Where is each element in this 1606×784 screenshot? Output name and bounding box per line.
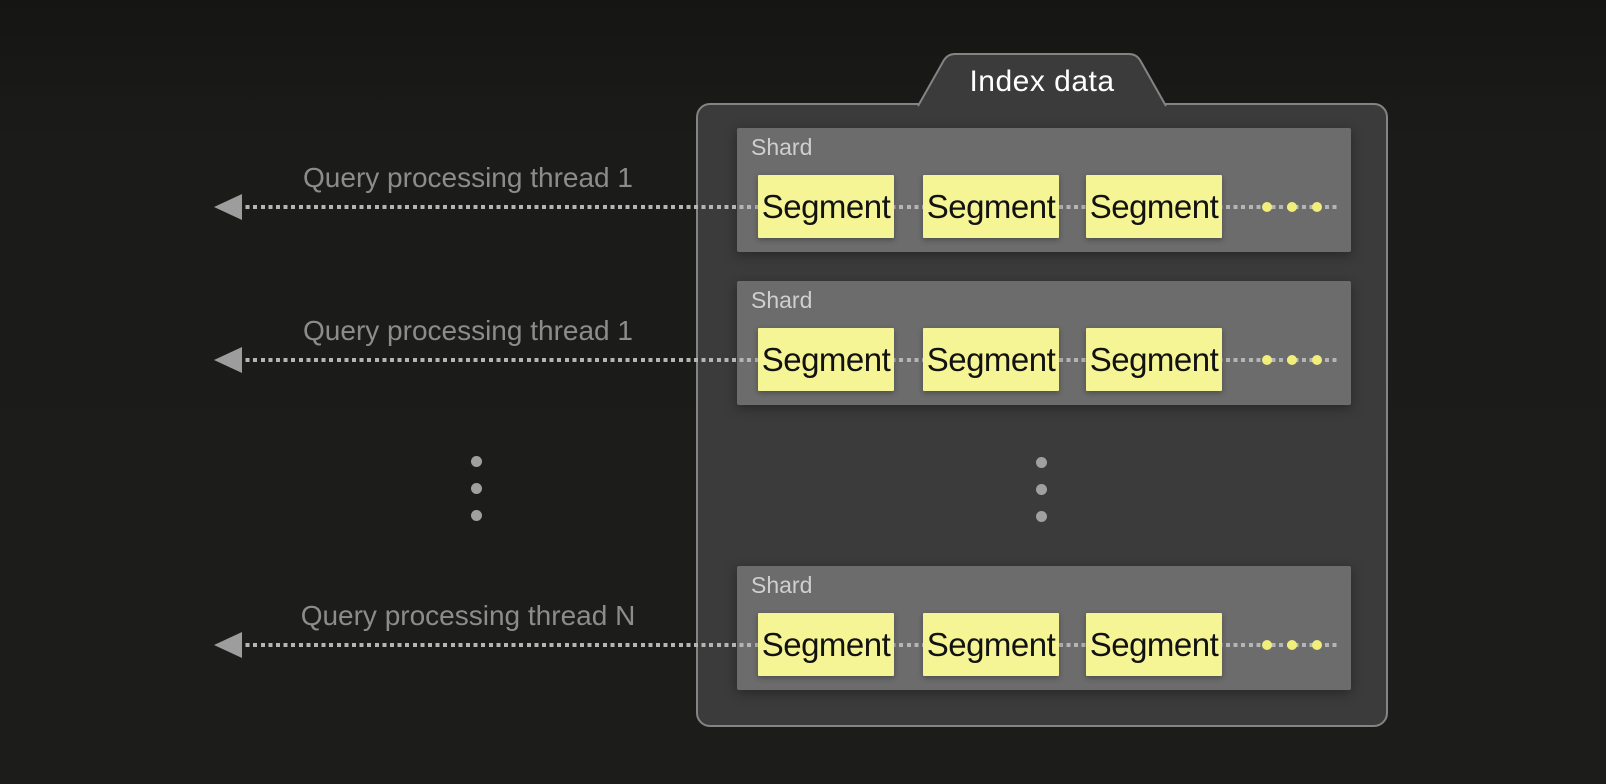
ellipsis-dot — [471, 483, 482, 494]
arrow-left-icon — [214, 194, 242, 220]
ellipsis-dot — [1262, 202, 1272, 212]
more-shards-ellipsis-icon — [1036, 457, 1047, 522]
ellipsis-dot — [471, 456, 482, 467]
index-data-tab — [917, 53, 1167, 107]
shard-row-n: Shard Segment Segment Segment — [737, 566, 1351, 690]
segment-box: Segment — [758, 175, 894, 238]
segment-box: Segment — [758, 328, 894, 391]
arrow-left-icon — [214, 632, 242, 658]
tab-title: Index data — [969, 65, 1115, 98]
ellipsis-dot — [1287, 355, 1297, 365]
ellipsis-dot — [1312, 355, 1322, 365]
ellipsis-dot — [1036, 457, 1047, 468]
ellipsis-dot — [1262, 355, 1272, 365]
more-threads-ellipsis-icon — [471, 456, 482, 521]
segment-box: Segment — [1086, 328, 1222, 391]
ellipsis-dot — [1312, 640, 1322, 650]
shard-label: Shard — [751, 134, 813, 160]
ellipsis-dot — [1036, 511, 1047, 522]
arrow-left-icon — [214, 347, 242, 373]
thread-label: Query processing thread N — [300, 600, 636, 631]
index-data-container: Shard Segment Segment Segment Shard Segm… — [696, 103, 1388, 727]
segment-box: Segment — [923, 613, 1059, 676]
ellipsis-dot — [1287, 202, 1297, 212]
ellipsis-dot — [1312, 202, 1322, 212]
segment-box: Segment — [923, 328, 1059, 391]
ellipsis-dot — [1036, 484, 1047, 495]
ellipsis-dot — [1287, 640, 1297, 650]
ellipsis-dot — [1262, 640, 1272, 650]
shard-row-1: Shard Segment Segment Segment — [737, 128, 1351, 252]
thread-label: Query processing thread 1 — [303, 162, 633, 193]
segment-box: Segment — [923, 175, 1059, 238]
segment-box: Segment — [758, 613, 894, 676]
shard-label: Shard — [751, 287, 813, 313]
shard-row-2: Shard Segment Segment Segment — [737, 281, 1351, 405]
thread-label: Query processing thread 1 — [303, 315, 633, 346]
segment-box: Segment — [1086, 175, 1222, 238]
ellipsis-dot — [471, 510, 482, 521]
segment-box: Segment — [1086, 613, 1222, 676]
shard-label: Shard — [751, 572, 813, 598]
